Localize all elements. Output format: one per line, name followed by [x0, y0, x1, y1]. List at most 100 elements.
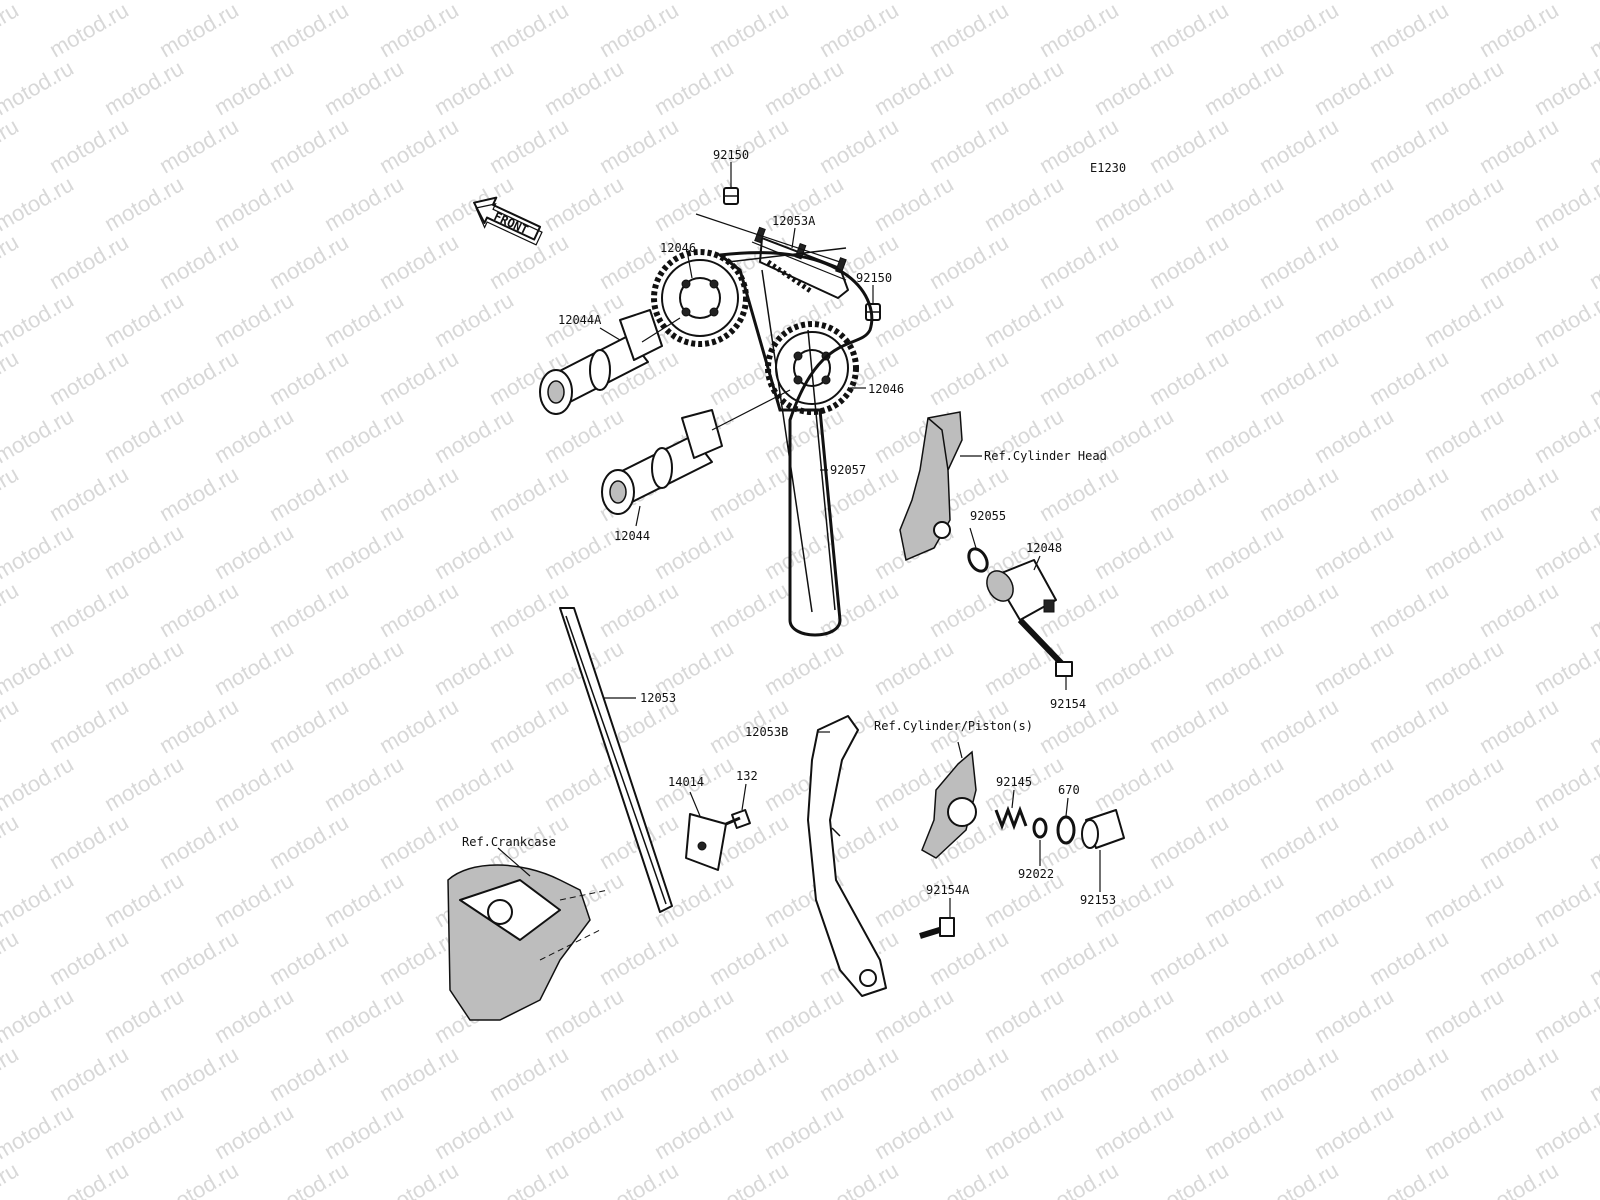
- label-plug: 92153: [1080, 893, 1116, 907]
- watermark-text: motod.ru: [155, 693, 243, 758]
- label-camshaft-intake: 12044A: [558, 313, 602, 327]
- watermark-text: motod.ru: [155, 809, 243, 874]
- watermark-text: motod.ru: [1310, 867, 1398, 932]
- watermark-text: motod.ru: [1365, 0, 1453, 62]
- watermark-text: motod.ru: [1420, 403, 1508, 468]
- watermark-text: motod.ru: [815, 0, 903, 62]
- watermark-text: motod.ru: [155, 345, 243, 410]
- watermark-text: motod.ru: [650, 55, 738, 120]
- watermark-text: motod.ru: [210, 55, 298, 120]
- watermark-text: motod.ru: [375, 1041, 463, 1106]
- watermark-text: motod.ru: [485, 693, 573, 758]
- watermark-text: motod.ru: [1475, 693, 1563, 758]
- watermark-text: motod.ru: [1255, 1041, 1343, 1106]
- watermark-text: motod.ru: [265, 1157, 353, 1200]
- watermark-text: motod.ru: [540, 983, 628, 1048]
- watermark-text: motod.ru: [430, 635, 518, 700]
- watermark-text: motod.ru: [925, 229, 1013, 294]
- watermark-text: motod.ru: [1200, 55, 1288, 120]
- watermark-text: motod.ru: [485, 229, 573, 294]
- watermark-text: motod.ru: [1585, 345, 1600, 410]
- watermark-text: motod.ru: [265, 693, 353, 758]
- watermark-text: motod.ru: [1530, 519, 1600, 584]
- watermark-text: motod.ru: [430, 751, 518, 816]
- watermark-text: motod.ru: [155, 461, 243, 526]
- watermark-text: motod.ru: [650, 983, 738, 1048]
- watermark-text: motod.ru: [320, 171, 408, 236]
- watermark-text: motod.ru: [100, 171, 188, 236]
- watermark-text: motod.ru: [0, 1157, 23, 1200]
- watermark-text: motod.ru: [45, 693, 133, 758]
- label-bolt-right: 92150: [856, 271, 892, 285]
- watermark-text: motod.ru: [1475, 925, 1563, 990]
- watermark-text: motod.ru: [320, 867, 408, 932]
- watermark-text: motod.ru: [265, 345, 353, 410]
- watermark-text: motod.ru: [1420, 171, 1508, 236]
- watermark-text: motod.ru: [1585, 1041, 1600, 1106]
- label-guide-right: 12053B: [745, 725, 788, 739]
- watermark-text: motod.ru: [1420, 867, 1508, 932]
- label-ref-crankcase: Ref.Crankcase: [462, 835, 556, 849]
- watermark-text: motod.ru: [1475, 345, 1563, 410]
- watermark-text: motod.ru: [430, 287, 518, 352]
- chain-guide-right: [807, 715, 887, 997]
- watermark-text: motod.ru: [0, 1099, 78, 1164]
- watermark-text: motod.ru: [1255, 0, 1343, 62]
- watermark-text: motod.ru: [980, 1099, 1068, 1164]
- label-ref-cylinder-piston: Ref.Cylinder/Piston(s): [874, 719, 1033, 733]
- watermark-text: motod.ru: [1530, 751, 1600, 816]
- watermark-text: motod.ru: [925, 0, 1013, 62]
- watermark-text: motod.ru: [155, 0, 243, 62]
- watermark-text: motod.ru: [265, 229, 353, 294]
- watermark-text: motod.ru: [1090, 983, 1178, 1048]
- watermark-text: motod.ru: [1585, 925, 1600, 990]
- watermark-text: motod.ru: [1585, 113, 1600, 178]
- watermark-text: motod.ru: [210, 403, 298, 468]
- watermark-text: motod.ru: [210, 287, 298, 352]
- watermark-text: motod.ru: [155, 229, 243, 294]
- watermark-text: motod.ru: [100, 55, 188, 120]
- watermark-text: motod.ru: [0, 867, 78, 932]
- washer: [1032, 817, 1048, 839]
- watermark-text: motod.ru: [45, 809, 133, 874]
- label-sprocket-left: 12046: [660, 241, 696, 255]
- watermark-text: motod.ru: [100, 519, 188, 584]
- watermark-text: motod.ru: [375, 461, 463, 526]
- watermark-text: motod.ru: [1420, 55, 1508, 120]
- watermark-text: motod.ru: [375, 1157, 463, 1200]
- watermark-text: motod.ru: [0, 577, 23, 642]
- watermark-text: motod.ru: [1420, 635, 1508, 700]
- leader-lines: [497, 162, 1101, 918]
- watermark-text: motod.ru: [375, 0, 463, 62]
- watermark-text: motod.ru: [1365, 809, 1453, 874]
- watermark-text: motod.ru: [1145, 1157, 1233, 1200]
- watermark-text: motod.ru: [1035, 0, 1123, 62]
- watermark-text: motod.ru: [375, 809, 463, 874]
- label-chain: 92057: [830, 463, 866, 477]
- label-guide-top: 12053A: [772, 214, 816, 228]
- cam-chain: [716, 251, 874, 637]
- watermark-text: motod.ru: [1255, 577, 1343, 642]
- watermark-text: motod.ru: [1200, 635, 1288, 700]
- watermark-text: motod.ru: [1090, 287, 1178, 352]
- watermark-text: motod.ru: [595, 577, 683, 642]
- watermark-text: motod.ru: [320, 1099, 408, 1164]
- watermark-text: motod.ru: [925, 925, 1013, 990]
- watermark-text: motod.ru: [45, 1041, 133, 1106]
- crankcase-fragment: [447, 864, 609, 1021]
- sprocket-left: [651, 249, 749, 347]
- watermark-text: motod.ru: [1310, 1099, 1398, 1164]
- chain-guide-left: [559, 607, 673, 913]
- watermark-text: motod.ru: [210, 983, 298, 1048]
- watermark-text: motod.ru: [1310, 403, 1398, 468]
- guide-bolt: [919, 917, 955, 939]
- watermark-text: motod.ru: [1365, 1157, 1453, 1200]
- watermark-text: motod.ru: [1090, 751, 1178, 816]
- chain-tensioner: [986, 559, 1073, 677]
- watermark-text: motod.ru: [155, 925, 243, 990]
- watermark-text: motod.ru: [375, 693, 463, 758]
- watermark-text: motod.ru: [1255, 229, 1343, 294]
- watermark-text: motod.ru: [375, 345, 463, 410]
